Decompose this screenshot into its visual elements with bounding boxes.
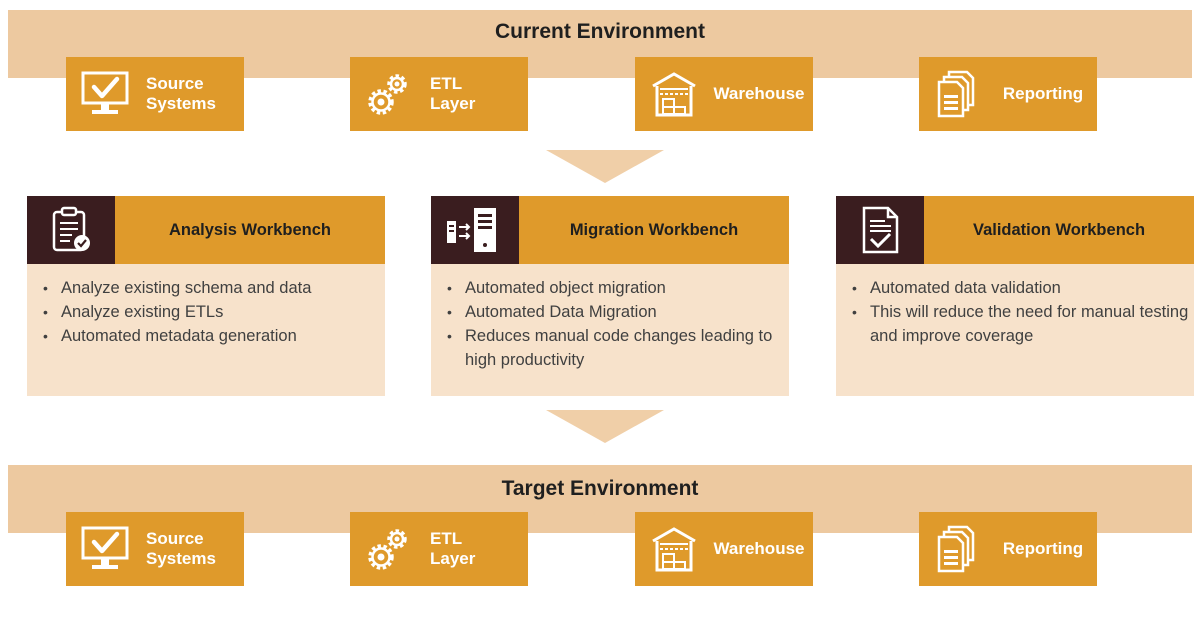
workbench-body: Automated data validation This will redu… (836, 264, 1194, 396)
tile-label-line1: ETL (430, 74, 463, 93)
workbench-icon-box (431, 196, 519, 264)
current-warehouse-label: Warehouse (713, 84, 805, 103)
analysis-workbench-title: Analysis Workbench (169, 220, 331, 239)
workbench-header: Migration Workbench (431, 196, 789, 264)
tile-label-line1: Source (146, 74, 204, 93)
current-reporting-tile: Reporting (919, 57, 1097, 131)
server-transfer-icon (447, 208, 496, 252)
documents-icon (933, 69, 983, 119)
tile-label-line1: Source (146, 529, 204, 548)
tile-label-line2: Systems (146, 94, 216, 113)
bullet-item: Automated object migration (445, 276, 785, 300)
target-warehouse-tile: Warehouse (635, 512, 813, 586)
current-reporting-label: Reporting (1002, 84, 1084, 103)
workbench-header: Analysis Workbench (27, 196, 385, 264)
documents-icon (933, 524, 983, 574)
tile-label-line1: ETL (430, 529, 463, 548)
tile-label-line2: Layer (430, 94, 476, 113)
workbench-header: Validation Workbench (836, 196, 1194, 264)
target-etl-layer-tile: ETL Layer (350, 512, 528, 586)
current-etl-layer-tile: ETL Layer (350, 57, 528, 131)
bullet-item: Automated Data Migration (445, 300, 785, 324)
target-etl-layer-label: ETL Layer (430, 512, 526, 586)
target-source-systems-label: Source Systems (146, 512, 242, 586)
current-source-systems-label: Source Systems (146, 57, 242, 131)
bullet-item: Analyze existing schema and data (41, 276, 381, 300)
bullet-item: Reduces manual code changes leading to h… (445, 324, 785, 372)
target-environment-title: Target Environment (501, 477, 699, 500)
validation-workbench: Validation Workbench Automated data vali… (836, 196, 1194, 396)
validation-workbench-title: Validation Workbench (972, 220, 1146, 239)
workbench-body: Analyze existing schema and data Analyze… (27, 264, 385, 396)
current-warehouse-tile: Warehouse (635, 57, 813, 131)
workbench-icon-box (27, 196, 115, 264)
current-environment-title: Current Environment (494, 20, 706, 43)
monitor-check-icon (80, 524, 130, 574)
target-reporting-tile: Reporting (919, 512, 1097, 586)
migration-workbench: Migration Workbench Automated object mig… (431, 196, 789, 396)
bullet-item: This will reduce the need for manual tes… (850, 300, 1190, 348)
current-source-systems-tile: Source Systems (66, 57, 244, 131)
down-arrow-bottom (546, 410, 664, 443)
current-etl-layer-label: ETL Layer (430, 57, 526, 131)
target-source-systems-tile: Source Systems (66, 512, 244, 586)
bullet-item: Automated data validation (850, 276, 1190, 300)
workbench-icon-box (836, 196, 924, 264)
tile-label-line2: Systems (146, 549, 216, 568)
down-arrow-top (546, 150, 664, 183)
bullet-list: Automated object migration Automated Dat… (431, 264, 789, 372)
analysis-workbench: Analysis Workbench Analyze existing sche… (27, 196, 385, 396)
target-reporting-label: Reporting (1002, 539, 1084, 558)
target-warehouse-label: Warehouse (713, 539, 805, 558)
gears-icon (364, 69, 414, 119)
clipboard-check-icon (52, 206, 90, 252)
warehouse-icon (649, 524, 699, 574)
workbench-body: Automated object migration Automated Dat… (431, 264, 789, 396)
bullet-item: Analyze existing ETLs (41, 300, 381, 324)
gears-icon (364, 524, 414, 574)
bullet-list: Analyze existing schema and data Analyze… (27, 264, 385, 348)
warehouse-icon (649, 69, 699, 119)
tile-label-line2: Layer (430, 549, 476, 568)
bullet-item: Automated metadata generation (41, 324, 381, 348)
migration-workbench-title: Migration Workbench (569, 220, 739, 239)
monitor-check-icon (80, 69, 130, 119)
document-check-icon (862, 206, 899, 254)
bullet-list: Automated data validation This will redu… (836, 264, 1194, 348)
